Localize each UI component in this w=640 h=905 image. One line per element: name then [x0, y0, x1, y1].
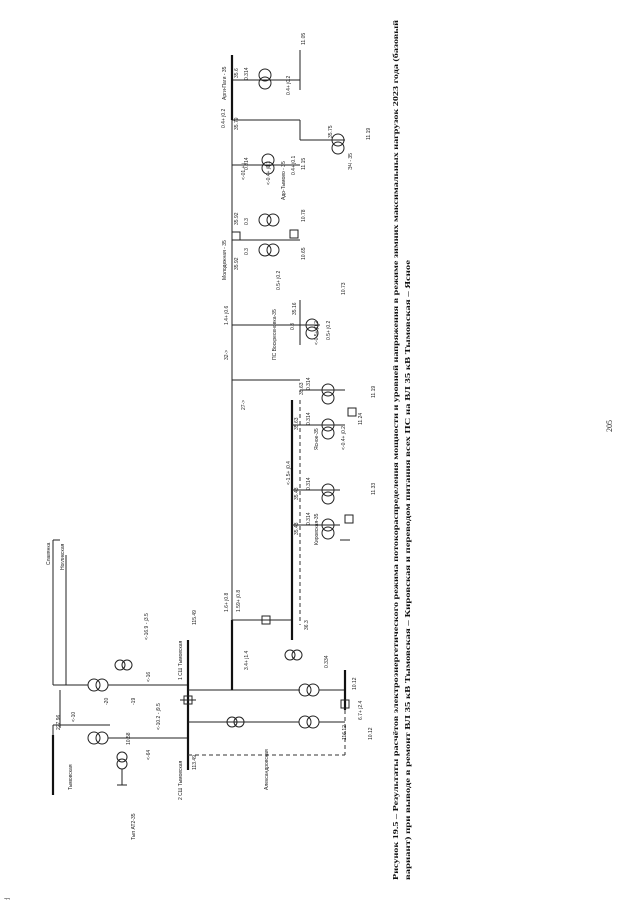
svg-text:10.58: 10.58 — [126, 732, 132, 745]
kirovskaya-35 — [292, 483, 354, 541]
svg-text:35.43: 35.43 — [294, 522, 300, 535]
svg-text:1.59+ j0.8: 1.59+ j0.8 — [236, 590, 242, 612]
caption-line-2: вариант) при выводе в ремонт ВЛ 35 кВ Ты… — [404, 260, 412, 880]
svg-text:35.92: 35.92 — [234, 212, 240, 225]
svg-text:115.49: 115.49 — [192, 610, 198, 625]
svg-text:35.75: 35.75 — [328, 125, 334, 138]
svg-text:0.314: 0.314 — [306, 512, 312, 525]
label-voskresenovka: ПС Воскресеновка-35 — [272, 309, 278, 360]
svg-text:35.16: 35.16 — [292, 302, 298, 315]
svg-text:11.24: 11.24 — [358, 413, 364, 425]
svg-text:-19: -19 — [131, 698, 137, 705]
argi-pagi-35 — [230, 50, 301, 120]
svg-text:35.43: 35.43 — [294, 487, 300, 500]
svg-text:<-10.2 - j9.5: <-10.2 - j9.5 — [156, 703, 162, 730]
svg-text:227.96: 227.96 — [56, 714, 62, 730]
label-1-sh: 1 СШ Тымовская — [178, 640, 184, 680]
svg-text:32->: 32-> — [224, 350, 230, 360]
label-noglikskaya: Ногликская — [60, 543, 66, 570]
svg-text:11.15: 11.15 — [301, 158, 307, 170]
svg-text:35.79: 35.79 — [234, 117, 240, 130]
svg-text:0.4+ j0.1: 0.4+ j0.1 — [291, 155, 297, 175]
voskresenovka-35 — [232, 300, 320, 345]
svg-text:113.49: 113.49 — [192, 755, 198, 770]
label-ec-35: ЭЧ - 35 — [348, 153, 354, 170]
svg-text:35.6: 35.6 — [234, 68, 240, 78]
svg-text:<-16.9 - j3.5: <-16.9 - j3.5 — [144, 613, 150, 640]
svg-text:0.3: 0.3 — [244, 218, 250, 225]
svg-text:<-0.4+ j0.2: <-0.4+ j0.2 — [341, 426, 347, 450]
svg-text:116.12: 116.12 — [342, 725, 348, 740]
svg-text:-20: -20 — [104, 698, 110, 705]
svg-text:<-0.5+ j0.2: <-0.5+ j0.2 — [314, 321, 320, 345]
svg-text:0.314: 0.314 — [306, 412, 312, 425]
svg-text:11.19: 11.19 — [371, 386, 377, 398]
tymovskaya-substation — [51, 659, 188, 795]
svg-text:<-64: <-64 — [146, 750, 152, 760]
label-typ-at2: Тып АТ2-35 — [131, 813, 137, 840]
label-tymovskaya: Тымовская — [68, 764, 74, 790]
svg-text:35.63: 35.63 — [294, 417, 300, 430]
yasnoe-35 — [292, 383, 357, 440]
label-2-sh: 2 СШ Тымовская — [178, 760, 184, 800]
svg-text:35.63: 35.63 — [299, 382, 305, 395]
svg-text:10.65: 10.65 — [301, 247, 307, 260]
svg-text:0.5+ j0.2: 0.5+ j0.2 — [326, 320, 332, 340]
tymovskaya-35kv — [188, 649, 350, 756]
svg-text:<-0.4+ j0.1: <-0.4+ j0.1 — [266, 161, 272, 185]
voltage-labels: 115.49 113.49 227.96 116.12 10.12 36.3 3… — [56, 33, 377, 770]
svg-text:0.334: 0.334 — [324, 655, 330, 668]
svg-text:10.73: 10.73 — [341, 282, 347, 295]
corner-mark: ¬¬ — [4, 896, 10, 902]
svg-text:11.33: 11.33 — [371, 483, 377, 495]
svg-text:1.6+ j0.8: 1.6+ j0.8 — [224, 592, 230, 612]
label-slavyanka: Славянка — [46, 542, 52, 565]
svg-text:0.314: 0.314 — [244, 157, 250, 170]
svg-text:27->: 27-> — [241, 400, 247, 410]
svg-text:0.3: 0.3 — [290, 323, 296, 330]
svg-text:<-01 + j: <-01 + j — [241, 163, 247, 180]
page-number: 205 — [605, 420, 614, 432]
svg-text:<-16: <-16 — [146, 672, 152, 682]
svg-text:0.4+ j0.2: 0.4+ j0.2 — [221, 108, 227, 128]
label-yasnoe: Ясное-35 — [314, 428, 320, 450]
svg-text:<-1.5+ j0.4: <-1.5+ j0.4 — [286, 461, 292, 485]
caption-line-1: Рисунок 19.5 – Результаты расчётов элект… — [392, 20, 400, 880]
label-kirovskaya: Кировская-35 — [314, 513, 320, 545]
svg-text:0.5+ j0.2: 0.5+ j0.2 — [276, 270, 282, 290]
line-to-slavyanka — [52, 539, 67, 685]
svg-text:<-10: <-10 — [71, 712, 77, 722]
svg-text:11.05: 11.05 — [301, 33, 307, 45]
svg-text:3.4+ j1.4: 3.4+ j1.4 — [244, 650, 250, 670]
svg-text:10.12: 10.12 — [352, 677, 358, 690]
substation-labels: Тымовская Тып АТ2-35 1 СШ Тымовская 2 СШ… — [46, 66, 354, 840]
flow-labels: <-10 <-16 -20 -19 <-64 <-16.9 - j3.5 <-1… — [71, 67, 364, 760]
svg-text:6.7+ j2.4: 6.7+ j2.4 — [358, 700, 364, 720]
svg-text:35.92: 35.92 — [234, 257, 240, 270]
label-aleksandrovskaya: Александровская — [264, 749, 270, 790]
ec-35 — [299, 120, 345, 155]
svg-text:1.4+ j0.6: 1.4+ j0.6 — [224, 305, 230, 325]
svg-text:0.3: 0.3 — [244, 248, 250, 255]
svg-text:11.19: 11.19 — [366, 128, 372, 140]
label-argi-pagi: Арги-Паги - 35 — [222, 66, 228, 100]
svg-text:10.12: 10.12 — [368, 727, 374, 740]
ado-tymovo-35 — [232, 153, 300, 175]
label-molodezhnaya: Молодежная - 35 — [222, 240, 228, 280]
svg-text:0.4+ j0.2: 0.4+ j0.2 — [286, 75, 292, 95]
label-ado-tymovo: Адо-Тымово - 35 — [281, 161, 287, 200]
svg-text:36.3: 36.3 — [304, 620, 310, 630]
molodezhnaya-35 — [231, 213, 300, 257]
svg-text:10.78: 10.78 — [301, 209, 307, 222]
svg-text:0.314: 0.314 — [306, 377, 312, 390]
svg-text:0.314: 0.314 — [306, 477, 312, 490]
svg-text:0.314: 0.314 — [244, 67, 250, 80]
spine-35kv — [230, 119, 301, 690]
